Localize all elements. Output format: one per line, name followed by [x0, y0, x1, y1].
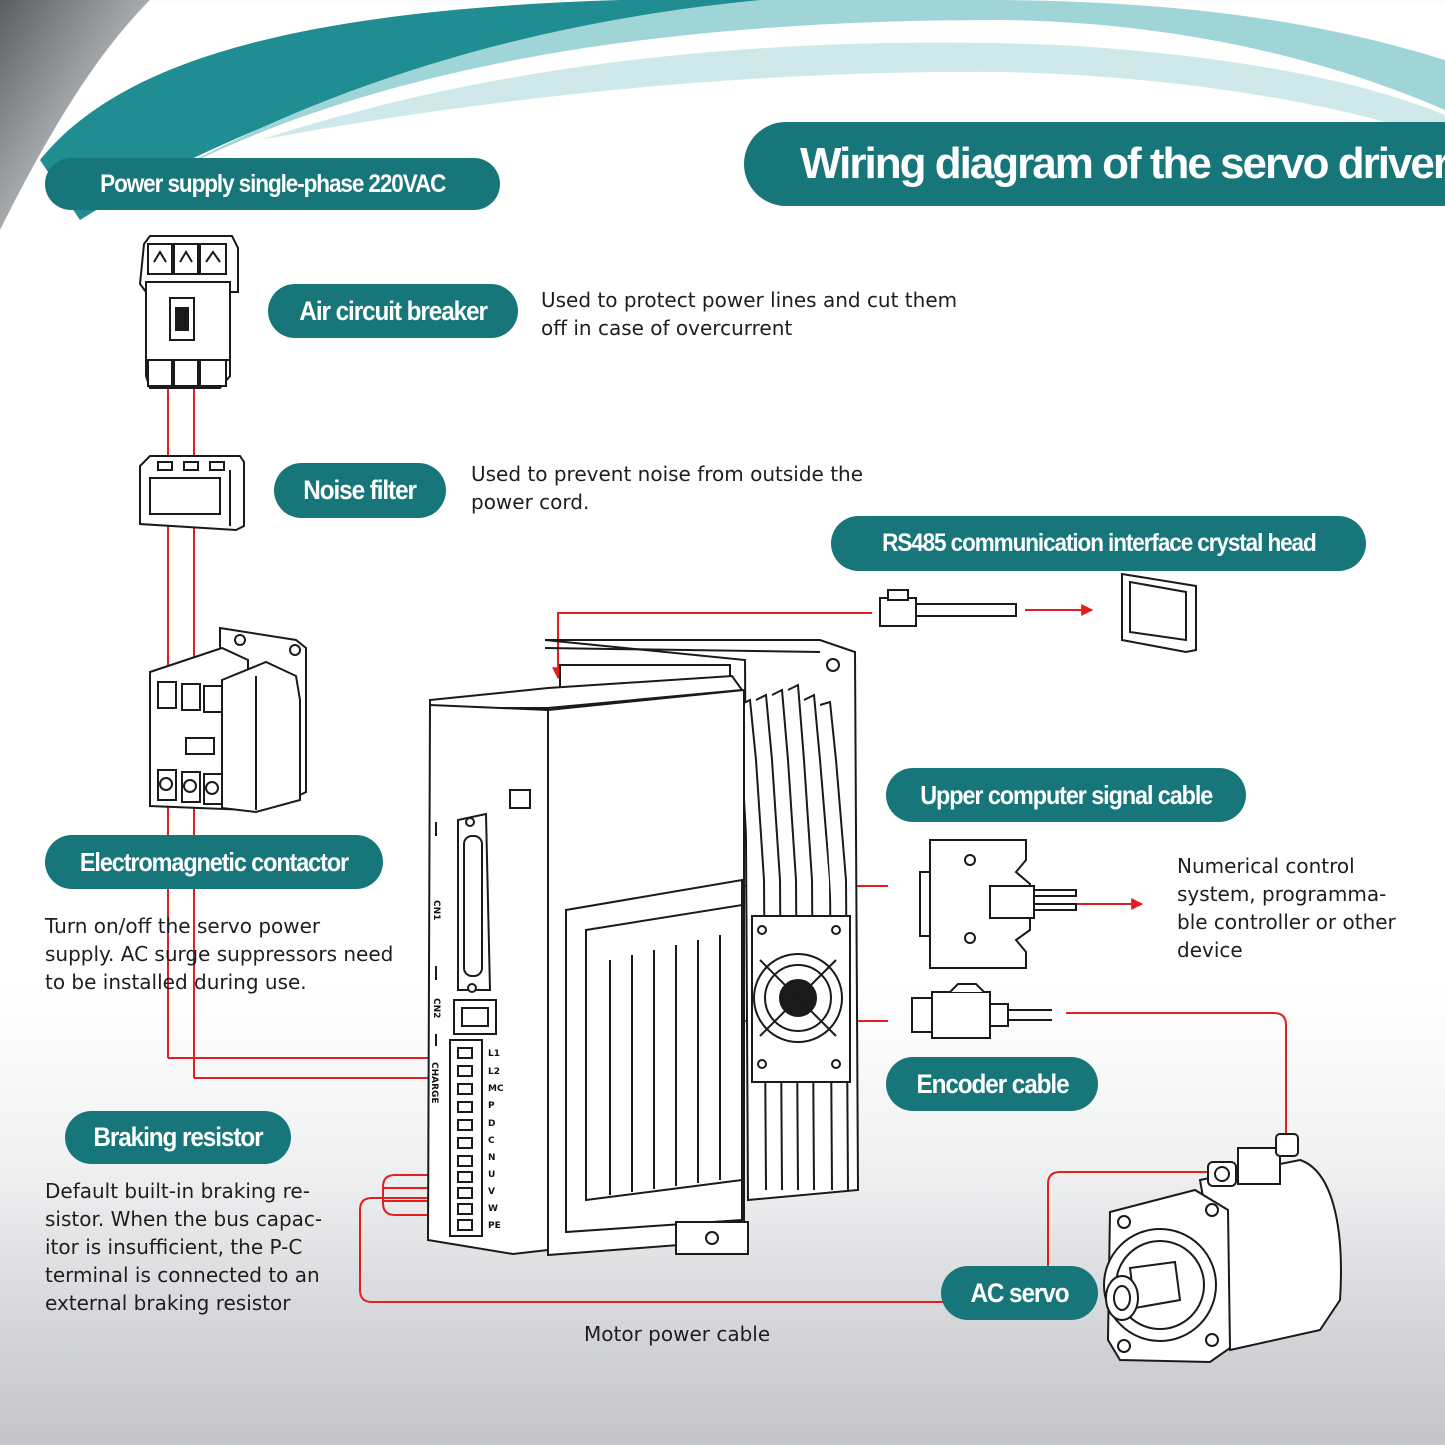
- hmi-screen-illustration: [1121, 572, 1197, 654]
- rs485-label: RS485 communication interface crystal he…: [831, 516, 1366, 571]
- ac-servo-label: AC servo: [941, 1266, 1098, 1320]
- terminal-label-u: U: [488, 1170, 495, 1180]
- terminal-label-n: N: [488, 1153, 496, 1163]
- background-swoosh: [0, 0, 1445, 230]
- terminal-label-l2: L2: [488, 1067, 500, 1077]
- cn1-label: CN1: [431, 900, 441, 920]
- air-circuit-breaker-label-text: Air circuit breaker: [299, 295, 488, 326]
- page-title: Wiring diagram of the servo driver: [744, 122, 1445, 206]
- noise-filter-illustration: [139, 455, 245, 532]
- terminal-label-w: W: [488, 1204, 498, 1214]
- noise-filter-label: Noise filter: [274, 463, 446, 518]
- braking-resistor-label: Braking resistor: [65, 1111, 291, 1164]
- servo-driver-illustration: [426, 639, 860, 1257]
- signal-connector-illustration: [919, 839, 1077, 969]
- terminal-label-v: V: [488, 1187, 495, 1197]
- terminal-label-mc: MC: [488, 1084, 504, 1094]
- motor-power-cable-label: Motor power cable: [584, 1322, 771, 1346]
- ac-servo-motor-illustration: [1103, 1133, 1342, 1364]
- noise-filter-label-text: Noise filter: [303, 475, 418, 505]
- encoder-cable-label: Encoder cable: [886, 1057, 1098, 1111]
- upper-computer-label-text: Upper computer signal cable: [919, 779, 1213, 810]
- ac-servo-label-text: AC servo: [970, 1277, 1069, 1308]
- power-supply-label-text: Power supply single-phase 220VAC: [99, 169, 446, 198]
- noise-filter-description: Used to prevent noise from outside the p…: [471, 462, 864, 514]
- electromagnetic-contactor-label-text: Electromagnetic contactor: [79, 846, 349, 877]
- terminal-label-c: C: [488, 1136, 495, 1146]
- terminal-label-l1: L1: [488, 1049, 500, 1059]
- cn2-label: CN2: [431, 998, 441, 1018]
- upper-computer-label: Upper computer signal cable: [886, 768, 1246, 822]
- encoder-cable-label-text: Encoder cable: [915, 1068, 1069, 1099]
- electromagnetic-contactor-label: Electromagnetic contactor: [45, 835, 383, 889]
- terminal-label-d: D: [488, 1119, 495, 1129]
- air-circuit-breaker-label: Air circuit breaker: [268, 284, 518, 338]
- upper-computer-description: Numerical control system, programma- ble…: [1177, 854, 1396, 962]
- terminal-label-p: P: [488, 1101, 495, 1111]
- air-circuit-breaker-description: Used to protect power lines and cut them…: [541, 288, 958, 340]
- braking-resistor-label-text: Braking resistor: [93, 1122, 263, 1152]
- encoder-connector-illustration: [911, 983, 1052, 1039]
- air-circuit-breaker-illustration: [138, 235, 239, 389]
- rs485-connector-illustration: [879, 589, 1017, 627]
- terminal-label-pe: PE: [488, 1221, 501, 1231]
- electromagnetic-contactor-description: Turn on/off the servo power supply. AC s…: [45, 914, 394, 994]
- braking-resistor-description: Default built-in braking re- sistor. Whe…: [45, 1179, 323, 1315]
- charge-label: CHARGE: [429, 1062, 439, 1104]
- electromagnetic-contactor-illustration: [149, 626, 307, 814]
- power-supply-label: Power supply single-phase 220VAC: [45, 158, 500, 210]
- rs485-label-text: RS485 communication interface crystal he…: [881, 529, 1317, 557]
